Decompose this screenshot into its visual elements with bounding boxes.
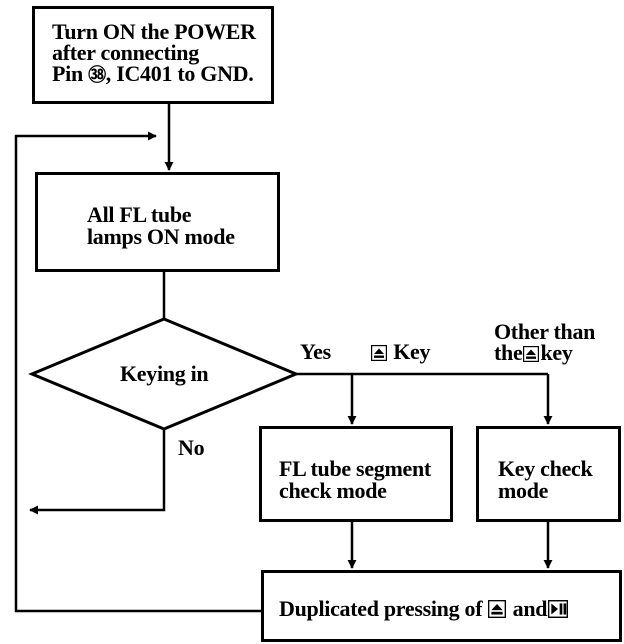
start-box-line3: Pin ㊳, IC401 to GND. [52, 61, 254, 87]
no-branch-line [29, 429, 166, 515]
key-check-box: Key check mode [476, 426, 621, 522]
lamps-on-box: All FL tube lamps ON mode [35, 172, 280, 272]
start-box-line1: Turn ON the POWER [52, 19, 256, 44]
decision-label: Keying in [120, 361, 209, 386]
duplicated-pressing-box: Duplicated pressing of and [261, 570, 622, 642]
bottom-text-mid: and [507, 596, 548, 621]
other-label-suffix: key [540, 340, 573, 365]
eject-key-icon [371, 345, 387, 361]
segment-box-line1: FL tube segment [279, 456, 431, 481]
start-box-line3-prefix: Pin [52, 61, 89, 86]
pin-symbol: ㊳ [88, 65, 106, 86]
start-box-line2: after connecting [52, 40, 199, 65]
start-box: Turn ON the POWER after connecting Pin ㊳… [32, 6, 274, 104]
eject-key-icon [523, 346, 540, 362]
start-box-line3-suffix: , IC401 to GND. [105, 61, 254, 86]
lamps-box-line2: lamps ON mode [87, 224, 235, 249]
duplicated-pressing-text: Duplicated pressing of and [279, 596, 569, 621]
eject-key-label: Key [370, 339, 431, 364]
segment-check-box: FL tube segment check mode [259, 426, 453, 522]
key-check-box-line2: mode [498, 478, 549, 503]
other-label-prefix: the [494, 340, 523, 365]
yes-label: Yes [300, 339, 331, 364]
loop-return-line [14, 131, 263, 613]
play-pause-key-icon [548, 600, 569, 618]
no-label: No [178, 435, 205, 460]
other-label-line1: Other than [494, 319, 596, 344]
eject-key-icon [488, 600, 507, 618]
key-check-box-line1: Key check [498, 456, 593, 481]
segment-box-line2: check mode [279, 478, 387, 503]
bottom-text-prefix: Duplicated pressing of [279, 596, 488, 621]
lamps-box-line1: All FL tube [87, 202, 192, 227]
eject-key-text: Key [393, 339, 431, 364]
